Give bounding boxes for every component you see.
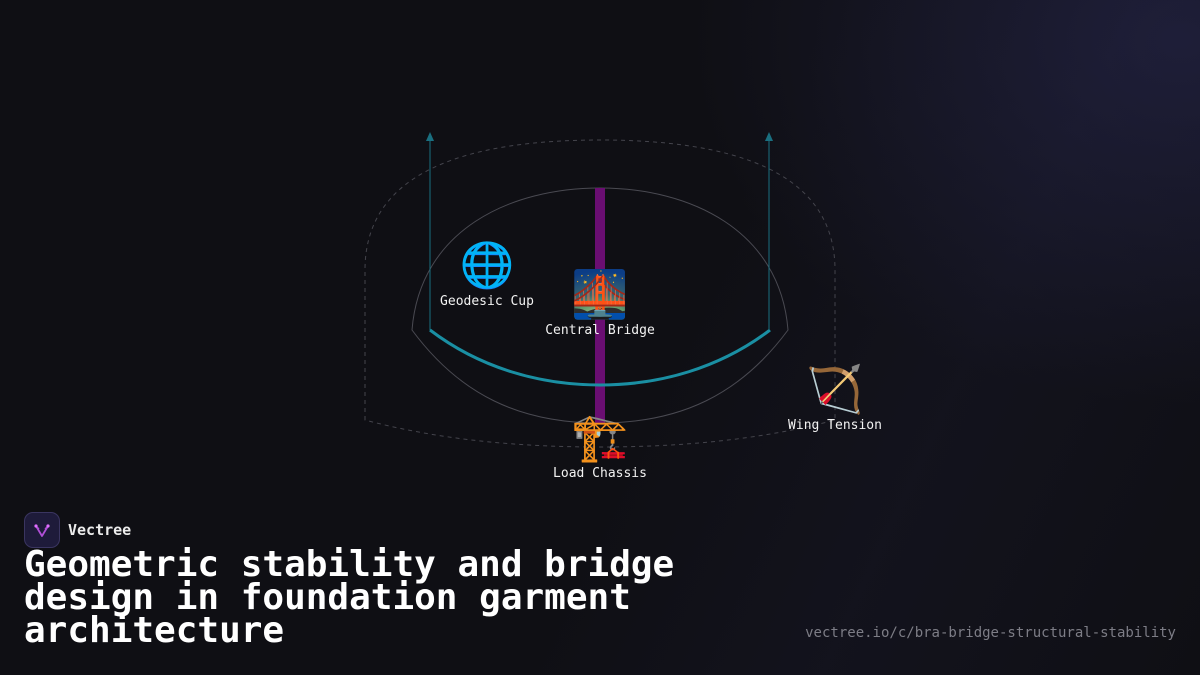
node-label: Central Bridge <box>545 323 655 338</box>
node-label: Wing Tension <box>788 418 882 433</box>
crane-icon: 🏗️ <box>571 410 629 464</box>
vectree-logo-icon <box>24 512 60 548</box>
node-wing-tension: 🏹 Wing Tension <box>788 366 882 433</box>
page-title: Geometric stability and bridge design in… <box>24 544 675 651</box>
brand[interactable]: Vectree <box>24 512 131 548</box>
node-load-chassis: 🏗️ Load Chassis <box>553 414 647 481</box>
underwire-arc <box>429 328 771 387</box>
central-bridge-bar <box>595 188 605 423</box>
inner-cup-outline <box>411 187 789 424</box>
left-strap-arrowhead <box>426 132 434 141</box>
node-label: Geodesic Cup <box>440 294 534 309</box>
bridge-icon: 🌉 <box>571 267 629 321</box>
globe-icon: 🌐 <box>459 240 515 291</box>
node-central-bridge: 🌉 Central Bridge <box>545 271 655 338</box>
right-strap-arrowhead <box>765 132 773 141</box>
brand-name: Vectree <box>68 521 132 539</box>
node-label: Load Chassis <box>553 466 647 481</box>
outer-dashed-contour <box>364 139 836 448</box>
bow-and-arrow-icon: 🏹 <box>806 362 864 416</box>
source-url[interactable]: vectree.io/c/bra-bridge-structural-stabi… <box>805 625 1176 641</box>
node-geodesic-cup: 🌐 Geodesic Cup <box>440 240 534 310</box>
